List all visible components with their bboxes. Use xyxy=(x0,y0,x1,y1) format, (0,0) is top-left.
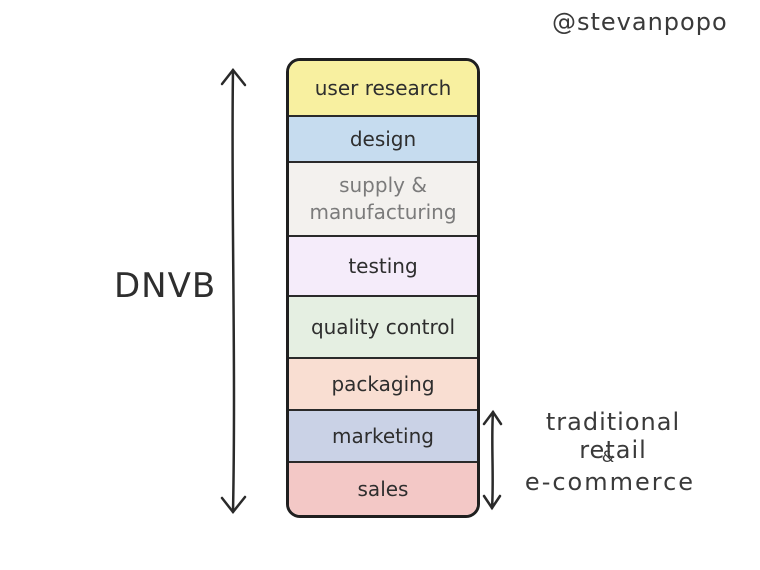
layer-supply-manufacturing: supply & manufacturing xyxy=(289,163,477,237)
retail-span-arrow xyxy=(482,409,503,511)
dnvb-span-arrow xyxy=(220,67,247,515)
retail-label-line3: e-commerce xyxy=(524,468,696,496)
retail-label-ampersand: & xyxy=(601,447,615,466)
author-handle: @stevanpopo xyxy=(552,8,728,36)
layer-quality-control: quality control xyxy=(289,297,477,359)
layer-design: design xyxy=(289,117,477,163)
layer-packaging: packaging xyxy=(289,359,477,411)
layer-marketing: marketing xyxy=(289,411,477,463)
dnvb-label: DNVB xyxy=(114,266,217,306)
layer-sales: sales xyxy=(289,463,477,515)
layer-testing: testing xyxy=(289,237,477,297)
layer-user-research: user research xyxy=(289,61,477,117)
retail-label-line1: traditional retail xyxy=(545,408,681,464)
